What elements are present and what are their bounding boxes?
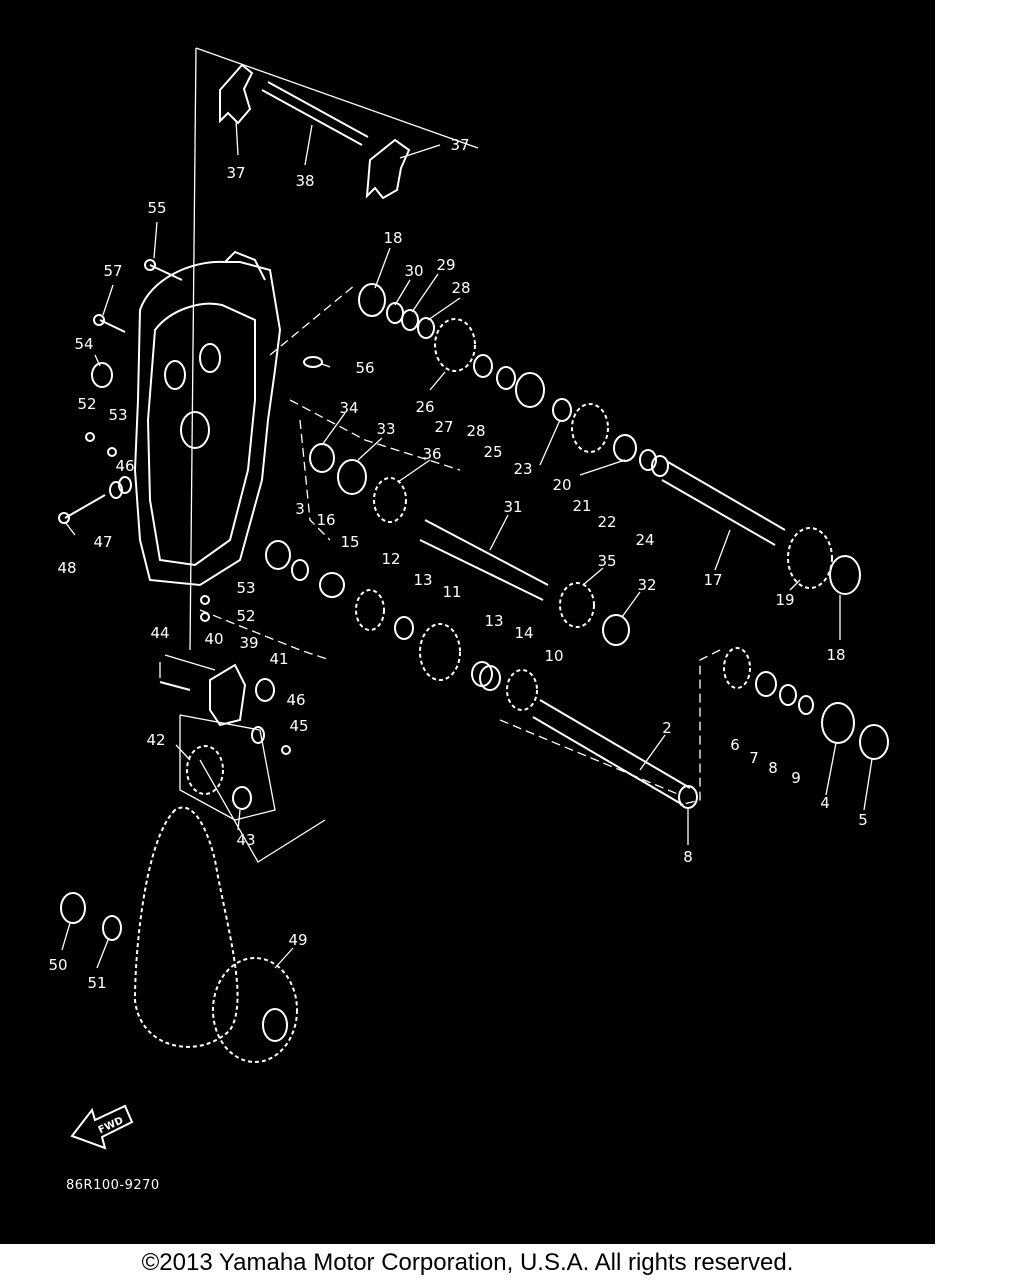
lower-shaft-assembly <box>265 540 889 809</box>
part-label: 2 <box>662 719 672 737</box>
part-label: 13 <box>413 571 432 589</box>
part-label: 52 <box>236 607 255 625</box>
part-label: 29 <box>436 256 455 274</box>
part-label: 53 <box>236 579 255 597</box>
middle-shaft-assembly <box>309 443 630 646</box>
part-label: 50 <box>48 956 67 974</box>
part-label: 19 <box>775 591 794 609</box>
part-label: 15 <box>340 533 359 551</box>
leader-lines <box>61 119 873 969</box>
part-label: 33 <box>376 420 395 438</box>
part-label: 47 <box>93 533 112 551</box>
part-label: 20 <box>552 476 571 494</box>
shift-fork-assembly <box>219 63 411 200</box>
part-label: 16 <box>316 511 335 529</box>
part-label: 8 <box>683 848 693 866</box>
part-label: 13 <box>484 612 503 630</box>
part-label: 12 <box>381 550 400 568</box>
part-label: 31 <box>503 498 522 516</box>
upper-shaft-assembly <box>358 283 861 595</box>
part-label: 45 <box>289 717 308 735</box>
part-label: 40 <box>204 630 223 648</box>
exploded-parts-diagram: FWD 37 <box>48 47 889 1150</box>
part-label: 55 <box>147 199 166 217</box>
part-label: 52 <box>77 395 96 413</box>
part-label: 14 <box>514 624 533 642</box>
part-label: 32 <box>637 576 656 594</box>
part-label: 34 <box>339 399 358 417</box>
part-label: 24 <box>635 531 654 549</box>
part-label: 49 <box>288 931 307 949</box>
part-label: 4 <box>820 794 830 812</box>
part-label: 7 <box>749 749 759 767</box>
part-label: 53 <box>108 406 127 424</box>
part-label: 30 <box>404 262 423 280</box>
part-label: 23 <box>513 460 532 478</box>
part-label: 6 <box>730 736 740 754</box>
part-label: 17 <box>703 571 722 589</box>
copyright-notice: ©2013 Yamaha Motor Corporation, U.S.A. A… <box>141 1249 794 1276</box>
fwd-direction-icon: FWD <box>70 1104 134 1150</box>
part-label: 54 <box>74 335 93 353</box>
part-label: 35 <box>597 552 616 570</box>
part-label: 26 <box>415 398 434 416</box>
part-labels: 37 38 37 55 57 56 54 52 53 46 47 48 18 3… <box>48 136 867 992</box>
part-label: 46 <box>286 691 305 709</box>
part-label: 36 <box>422 445 441 463</box>
part-label: 57 <box>103 262 122 280</box>
part-label: 43 <box>236 831 255 849</box>
shift-lever-assembly <box>159 663 291 810</box>
part-label: 5 <box>858 811 868 829</box>
part-label: 37 <box>226 164 245 182</box>
part-label: 51 <box>87 974 106 992</box>
part-label: 11 <box>442 583 461 601</box>
part-label: 48 <box>57 559 76 577</box>
part-label: 39 <box>239 634 258 652</box>
assembly-guide-lines <box>164 47 721 863</box>
diagram-panel: FWD 37 <box>0 0 935 1244</box>
part-label: 44 <box>150 624 169 642</box>
part-label: 56 <box>355 359 374 377</box>
part-label: 46 <box>115 457 134 475</box>
part-label: 27 <box>434 418 453 436</box>
part-label: 41 <box>269 650 288 668</box>
part-label: 10 <box>544 647 563 665</box>
drive-chain-assembly <box>60 806 298 1063</box>
part-label: 8 <box>768 759 778 777</box>
fasteners-left <box>58 259 323 622</box>
part-label: 9 <box>791 769 801 787</box>
part-label: 21 <box>572 497 591 515</box>
part-label: 28 <box>451 279 470 297</box>
part-label: 22 <box>597 513 616 531</box>
part-label: 18 <box>383 229 402 247</box>
part-label: 42 <box>146 731 165 749</box>
crankcase-cover <box>133 250 282 587</box>
part-label: 18 <box>826 646 845 664</box>
part-label: 38 <box>295 172 314 190</box>
part-label: 25 <box>483 443 502 461</box>
part-label: 37 <box>450 136 469 154</box>
reference-code: 86R100-9270 <box>66 1178 160 1193</box>
part-label: 3 <box>295 500 305 518</box>
part-label: 28 <box>466 422 485 440</box>
